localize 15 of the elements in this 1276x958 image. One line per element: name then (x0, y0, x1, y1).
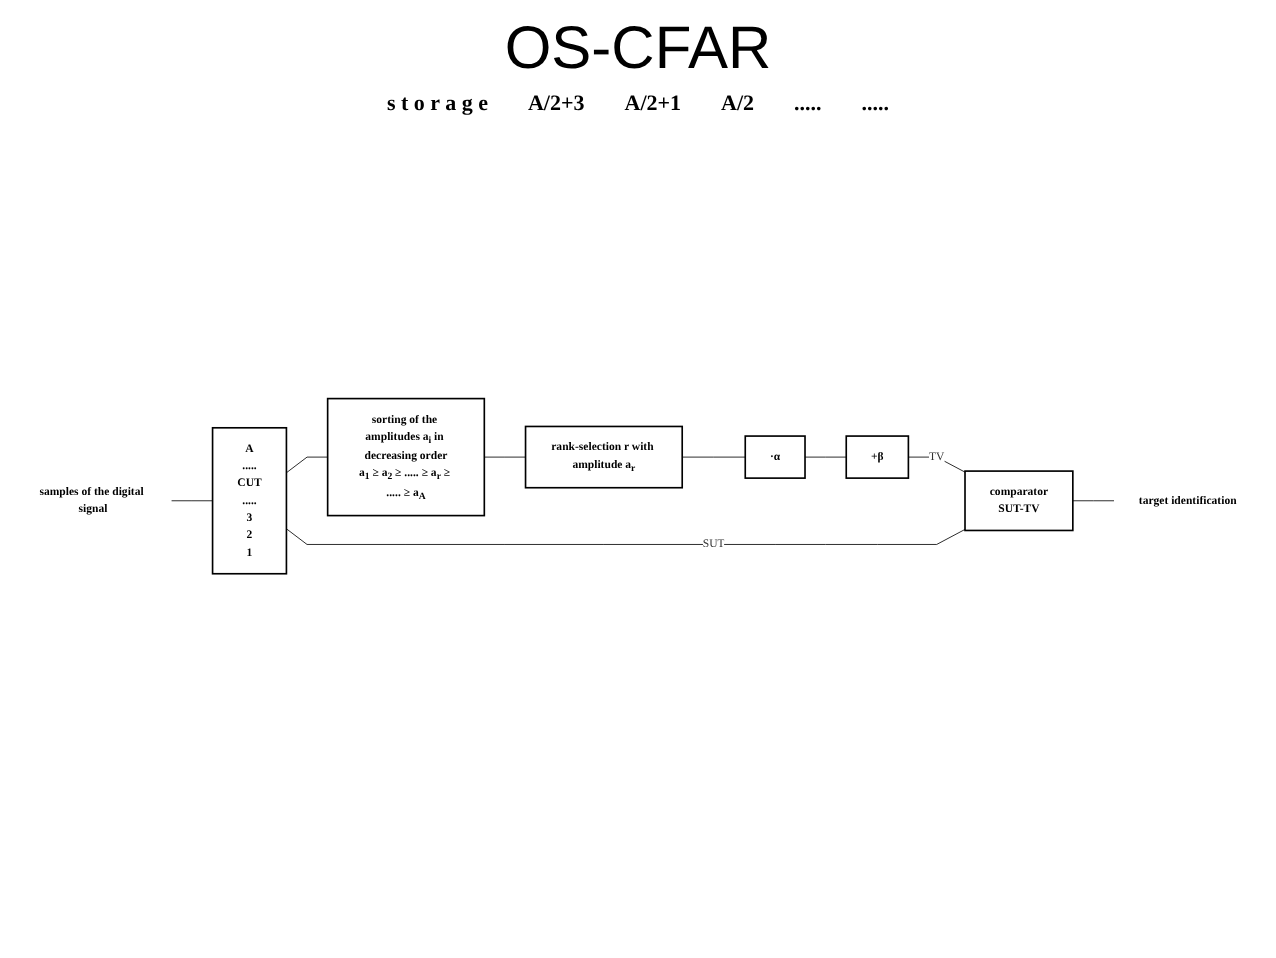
note-label: ..... (794, 92, 822, 116)
note-label: A/2+1 (624, 92, 682, 116)
title: OS-CFAR (502, 16, 774, 84)
connector (286, 456, 329, 473)
note-label: ..... (861, 92, 890, 116)
note-label: A/2+3 (527, 92, 585, 116)
connector (170, 500, 213, 501)
connector (681, 456, 746, 458)
connector (483, 456, 526, 458)
note-label: A/2 (721, 92, 755, 116)
note-label: s t o r a g e (386, 92, 488, 116)
connector (907, 456, 966, 473)
connector (804, 456, 847, 458)
connector (1072, 500, 1115, 501)
connector (286, 528, 966, 545)
